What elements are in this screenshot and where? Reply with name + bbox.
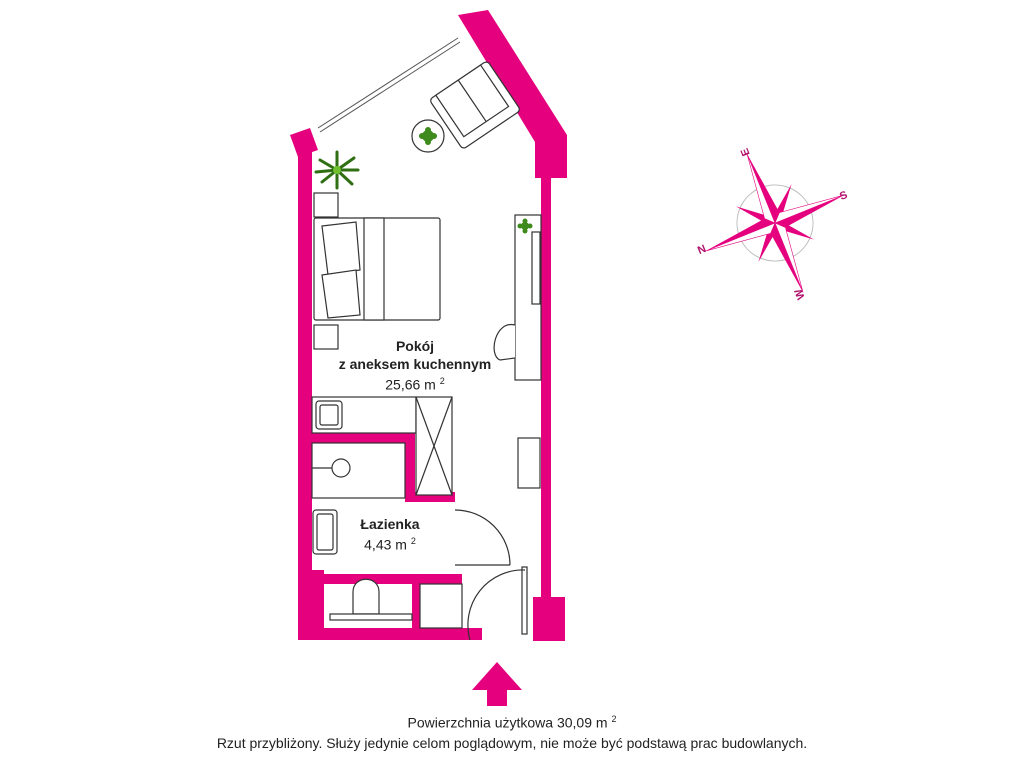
fridge-cabinet <box>415 396 453 496</box>
desk <box>514 214 542 381</box>
bathroom-sink <box>312 509 338 555</box>
compass-rose-icon <box>705 153 845 293</box>
plant-small-icon <box>419 127 437 145</box>
walls <box>290 10 567 641</box>
entrance-door <box>467 566 528 641</box>
window <box>317 37 461 133</box>
kitchen-counter <box>311 396 417 434</box>
sofa <box>430 61 520 149</box>
room-name-line1: Pokój <box>395 338 435 354</box>
bathroom-door <box>454 509 511 566</box>
total-area-value: Powierzchnia użytkowa 30,09 m <box>407 714 608 731</box>
room-area: 25,66 m 2 <box>320 376 510 393</box>
room-name-line2: z aneksem kuchennym <box>338 356 492 372</box>
shower <box>311 442 406 499</box>
total-area-sup: 2 <box>611 714 617 724</box>
room-area-value: 4,43 m <box>364 536 407 553</box>
room-area-sup: 2 <box>410 536 416 546</box>
room-label-living: Pokój z aneksem kuchennym 25,66 m 2 <box>320 338 510 393</box>
bed <box>313 217 441 321</box>
disclaimer: Rzut przybliżony. Służy jedynie celom po… <box>216 735 808 751</box>
palm-plant-icon <box>314 150 360 190</box>
chair <box>493 324 516 361</box>
room-area-value: 25,66 m <box>385 376 436 393</box>
nightstand-bottom <box>313 324 339 350</box>
room-area: 4,43 m 2 <box>340 536 440 553</box>
toilet <box>329 578 413 621</box>
bathroom-cabinet <box>419 583 463 629</box>
room-label-bathroom: Łazienka 4,43 m 2 <box>340 516 440 553</box>
plant-desk-icon <box>517 218 533 234</box>
total-area: Powierzchnia użytkowa 30,09 m 2 <box>0 714 1024 731</box>
room-area-sup: 2 <box>439 376 445 386</box>
nightstand-top <box>313 192 339 218</box>
wardrobe <box>517 437 541 489</box>
entrance-arrow-icon <box>472 662 522 706</box>
room-name: Łazienka <box>360 516 420 532</box>
